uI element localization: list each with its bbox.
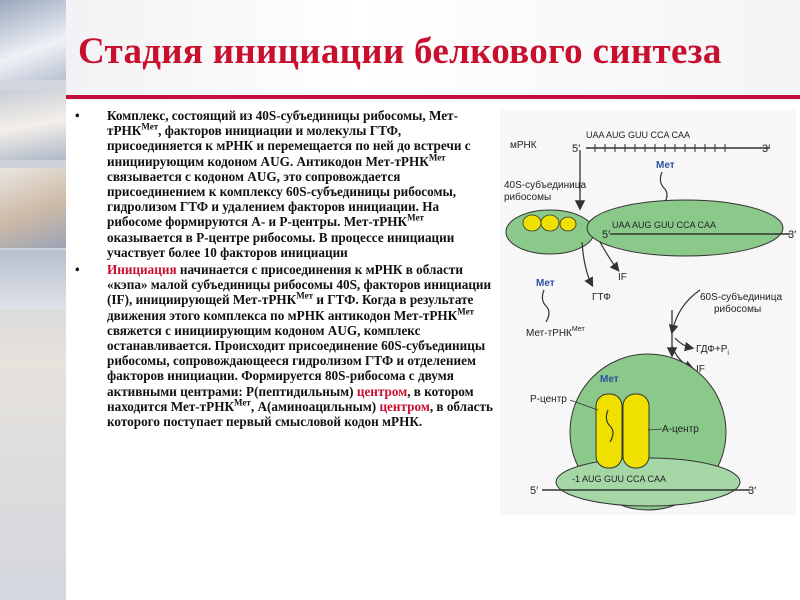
p-site-block bbox=[595, 393, 623, 469]
initiation-diagram: мРНК UAA AUG GUU CCA CAA 5′ 3′ 40S-субъе… bbox=[500, 110, 796, 515]
codon-sequence-mid: UAA AUG GUU CCA CAA bbox=[612, 220, 716, 230]
medical-photo-3 bbox=[0, 168, 66, 248]
trna-3 bbox=[605, 409, 614, 443]
met-label-1: Мет bbox=[656, 160, 675, 171]
a-site-label: А-центр bbox=[662, 424, 699, 435]
met-label-2: Мет bbox=[536, 278, 555, 289]
factor-2 bbox=[540, 214, 560, 232]
a-site-pointer bbox=[647, 428, 663, 431]
gtp-label: ГТФ bbox=[592, 292, 611, 303]
large-subunit-label-2: рибосомы bbox=[714, 303, 761, 315]
codon-sequence-bottom: -1 AUG GUU CCA CAA bbox=[572, 474, 666, 484]
gdp-label: ГДФ+Рi bbox=[696, 344, 729, 357]
mrna-label: мРНК bbox=[510, 140, 537, 151]
met-trna-label: Мет-тРНКМет bbox=[526, 326, 585, 339]
p-site-label: Р-центр bbox=[530, 394, 567, 405]
codon-sequence-top: UAA AUG GUU CCA CAA bbox=[586, 130, 690, 140]
if-label-2: IF bbox=[696, 364, 705, 375]
slide-title: Стадия инициации белкового синтеза bbox=[78, 31, 722, 72]
small-subunit-label-2: рибосомы bbox=[504, 191, 551, 203]
five-prime-top: 5′ bbox=[572, 143, 580, 155]
three-prime-top: 3′ bbox=[762, 143, 770, 155]
trna-2 bbox=[541, 289, 550, 323]
arrow-release-if bbox=[599, 241, 620, 272]
small-subunit-label: 40S-субъединица bbox=[504, 179, 586, 191]
medical-photo-2 bbox=[0, 90, 66, 160]
bullet-icon: • bbox=[75, 262, 80, 278]
five-prime-bottom: 5′ bbox=[530, 485, 538, 497]
arrow-large-subunit bbox=[668, 289, 701, 335]
decorative-sidebar bbox=[0, 0, 66, 600]
factor-1 bbox=[522, 214, 542, 232]
factor-3 bbox=[559, 216, 577, 232]
if-label: IF bbox=[618, 272, 627, 283]
a-site-block bbox=[622, 393, 650, 469]
title-divider bbox=[66, 95, 800, 99]
medical-photo-4 bbox=[0, 250, 66, 310]
medical-photo-1 bbox=[0, 0, 66, 80]
arrow-gdp bbox=[674, 337, 695, 352]
slide-body: • Комплекс, состоящий из 40S-субъединицы… bbox=[72, 108, 497, 431]
mrna-ticks-top bbox=[594, 144, 726, 152]
bullet-icon: • bbox=[75, 108, 80, 123]
trna-1 bbox=[659, 171, 668, 205]
large-subunit-label: 60S-субъединица bbox=[700, 291, 782, 303]
p-site-pointer bbox=[569, 399, 599, 411]
header-background bbox=[66, 0, 800, 100]
three-prime-mid: 3′ bbox=[788, 229, 796, 241]
small-subunit-bound bbox=[586, 199, 784, 257]
five-prime-mid: 5′ bbox=[602, 229, 610, 241]
arrow-release-gtp bbox=[581, 241, 594, 288]
bullet-paragraph-1: • Комплекс, состоящий из 40S-субъединицы… bbox=[75, 108, 471, 260]
met-label-3: Мет bbox=[600, 374, 619, 385]
bullet-paragraph-2: • Инициация начинается с присоединения к… bbox=[75, 262, 493, 430]
three-prime-bottom: 3′ bbox=[748, 485, 756, 497]
